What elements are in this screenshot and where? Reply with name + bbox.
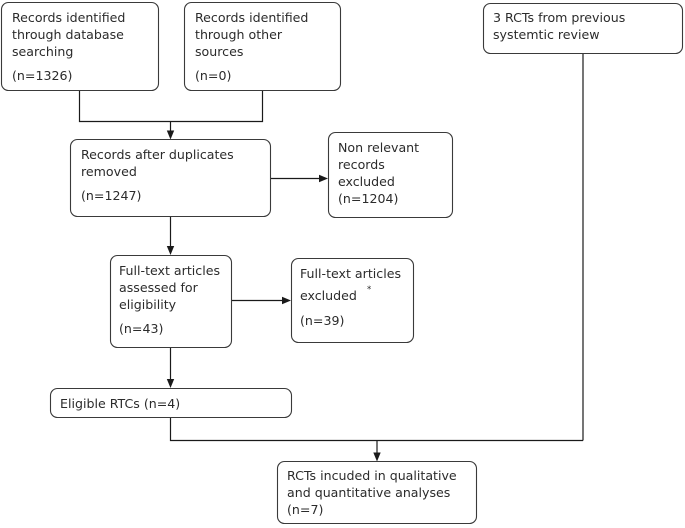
arrowhead-to-dedup bbox=[166, 130, 175, 140]
node-line: searching bbox=[12, 44, 73, 59]
arrowhead-to-eligible bbox=[166, 379, 175, 388]
node-line: removed bbox=[81, 164, 137, 179]
node-box-rcts-previous-review[interactable] bbox=[482, 2, 684, 55]
node-line: Non relevant bbox=[338, 140, 419, 155]
node-count-label: (n=1247) bbox=[81, 188, 141, 203]
node-box-records-other-sources[interactable] bbox=[183, 1, 342, 92]
node-rcts-included[interactable]: RCTs incuded in qualitative and quantita… bbox=[276, 460, 478, 525]
node-line: excluded bbox=[338, 174, 395, 189]
node-line: RCTs incuded in qualitative bbox=[287, 468, 457, 483]
arrowhead-to-excluded bbox=[282, 296, 291, 305]
node-box-records-after-duplicates[interactable] bbox=[69, 138, 272, 218]
node-line: Eligible RTCs (n=4) bbox=[60, 396, 180, 411]
node-records-database-searching[interactable]: Records identified through database sear… bbox=[0, 1, 160, 92]
node-full-text-excluded[interactable]: Full-text articles excluded * (n=39) bbox=[290, 257, 415, 344]
node-line: records bbox=[338, 157, 385, 172]
arrowhead-to-included bbox=[373, 452, 381, 462]
node-line: Records identified bbox=[12, 10, 125, 25]
node-eligible-rtcs[interactable]: Eligible RTCs (n=4) bbox=[49, 387, 293, 419]
node-count-label: (n=7) bbox=[287, 502, 323, 517]
node-box-non-relevant-excluded[interactable] bbox=[327, 131, 454, 219]
node-line: through database bbox=[12, 27, 124, 42]
node-count-label: (n=0) bbox=[195, 68, 231, 83]
node-line: Full-text articles bbox=[119, 263, 220, 278]
node-box-full-text-assessed[interactable] bbox=[109, 254, 233, 349]
node-count-label: (n=39) bbox=[300, 313, 344, 328]
edge-eligible-to-included bbox=[169, 418, 583, 442]
node-non-relevant-excluded[interactable]: Non relevant records excluded (n=1204) bbox=[327, 131, 454, 219]
node-count-label: (n=1326) bbox=[12, 68, 72, 83]
node-line: Full-text articles bbox=[300, 266, 401, 281]
node-box-eligible-rtcs[interactable] bbox=[49, 387, 293, 419]
node-line: sources bbox=[195, 44, 243, 59]
footnote-marker: * bbox=[367, 285, 371, 295]
node-line: 3 RCTs from previous bbox=[493, 10, 625, 25]
node-full-text-assessed[interactable]: Full-text articles assessed for eligibil… bbox=[109, 254, 233, 349]
node-records-other-sources[interactable]: Records identified through other sources… bbox=[183, 1, 342, 92]
node-line: excluded bbox=[300, 288, 357, 303]
node-line: Records identified bbox=[195, 10, 308, 25]
node-count-label: (n=43) bbox=[119, 321, 163, 336]
node-box-records-database-searching[interactable] bbox=[0, 1, 160, 92]
node-box-full-text-excluded[interactable] bbox=[290, 257, 415, 344]
arrowhead-to-fulltext bbox=[166, 246, 175, 255]
arrowhead-to-nonrelevant bbox=[319, 174, 328, 183]
edge-db-to-dedup bbox=[78, 91, 264, 123]
node-rcts-previous-review[interactable]: 3 RCTs from previous systemtic review bbox=[482, 2, 684, 55]
node-count-label: (n=1204) bbox=[338, 191, 398, 206]
node-records-after-duplicates[interactable]: Records after duplicates removed (n=1247… bbox=[69, 138, 272, 218]
node-line: and quantitative analyses bbox=[287, 485, 450, 500]
node-box-rcts-included[interactable] bbox=[276, 460, 478, 525]
node-line: assessed for bbox=[119, 280, 199, 295]
node-line: systemtic review bbox=[493, 27, 600, 42]
node-line: through other bbox=[195, 27, 283, 42]
connector-layer bbox=[78, 54, 584, 462]
node-line: Records after duplicates bbox=[81, 147, 234, 162]
node-line: eligibility bbox=[119, 297, 177, 312]
